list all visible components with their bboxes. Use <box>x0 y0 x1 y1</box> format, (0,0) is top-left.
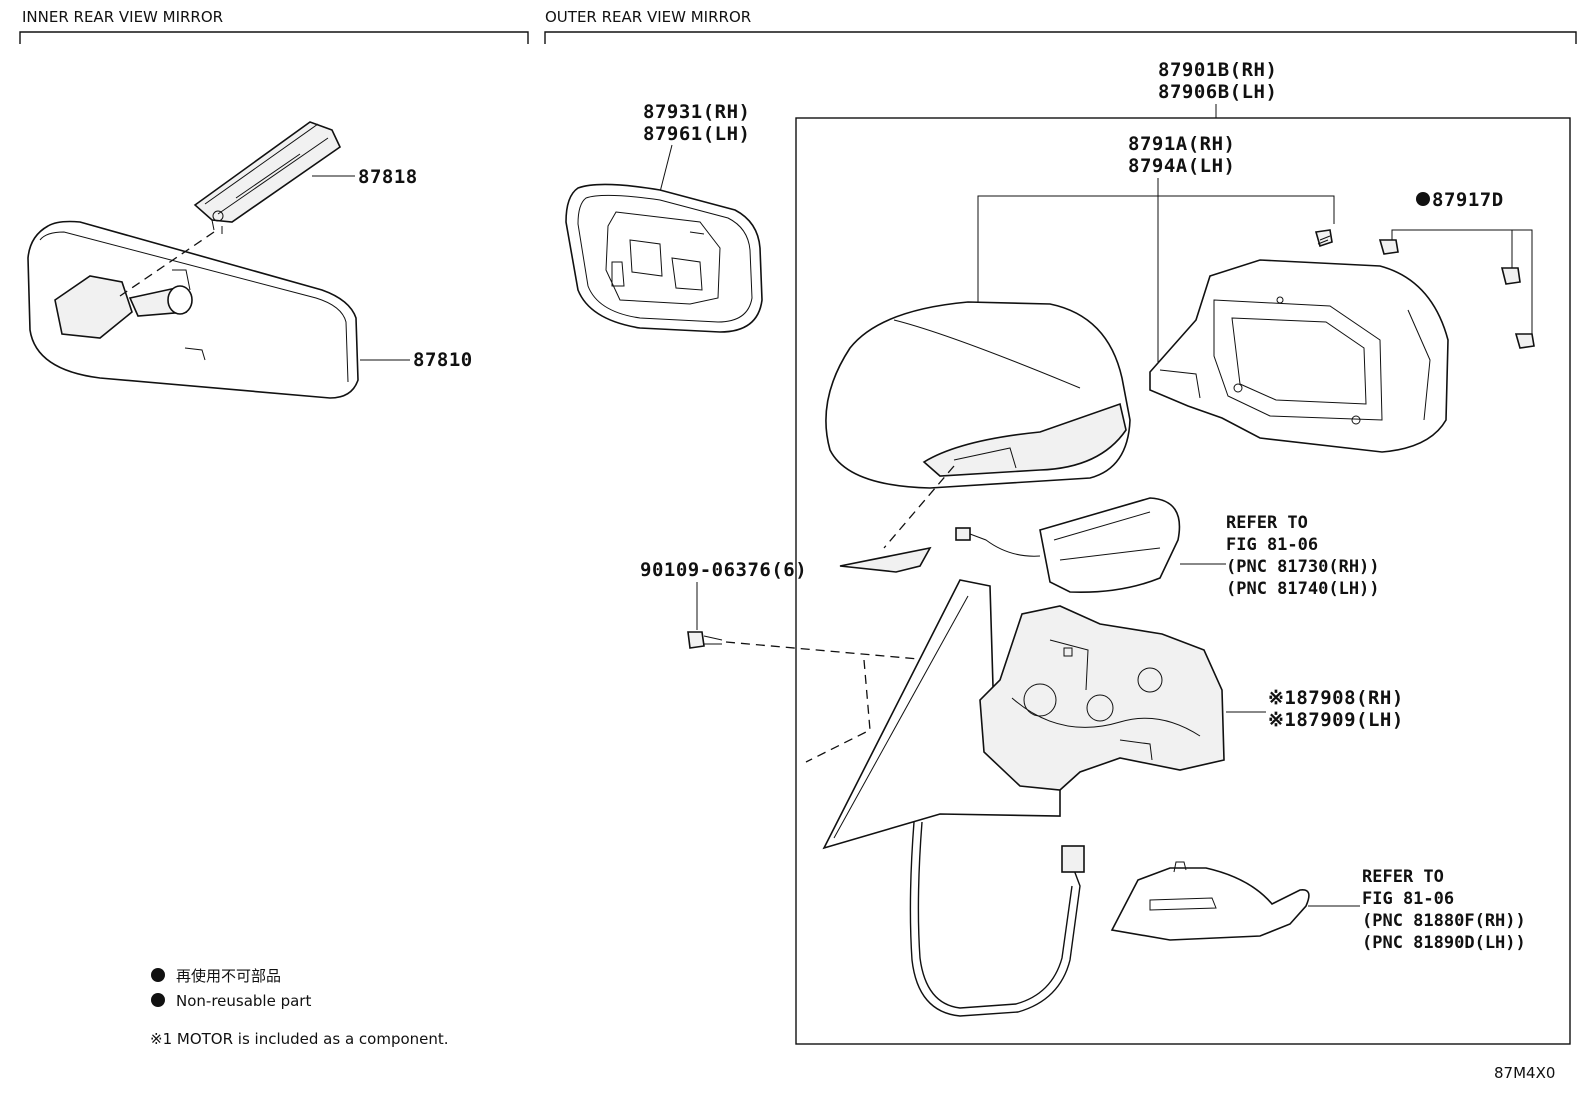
label-87810: 87810 <box>413 349 473 371</box>
legend-note: ※1 MOTOR is included as a component. <box>150 1030 449 1048</box>
ref2-line2: FIG 81-06 <box>1362 889 1454 909</box>
assembly-box <box>795 117 1571 1045</box>
inner-section-bracket <box>19 31 529 44</box>
label-8794a-lh: 8794A(LH) <box>1128 155 1235 177</box>
outer-section-title: OUTER REAR VIEW MIRROR <box>545 8 751 26</box>
non-reusable-dot-icon <box>1416 192 1430 206</box>
ref2-line1: REFER TO <box>1362 867 1444 887</box>
screw-icon <box>1314 229 1333 248</box>
label-87917d: 87917D <box>1432 189 1504 211</box>
courtesy-lamp <box>1110 861 1310 941</box>
refer-to-ref1: REFER TO FIG 81-06 (PNC 81730(RH)) (PNC … <box>1226 513 1380 599</box>
label-87908-rh: ※187908(RH) <box>1268 687 1404 709</box>
leader-87917d <box>1391 229 1533 334</box>
legend-dot-icon-2 <box>151 993 165 1007</box>
refer-to-ref2: REFER TO FIG 81-06 (PNC 81880F(RH)) (PNC… <box>1362 867 1526 953</box>
ref2-line4: (PNC 81890D(LH)) <box>1362 933 1526 953</box>
label-8791a-rh: 8791A(RH) <box>1128 133 1235 155</box>
diagram-code: 87M4X0 <box>1494 1064 1555 1082</box>
ref2-line3: (PNC 81880F(RH)) <box>1362 911 1526 931</box>
cover-trim-piece <box>839 546 932 573</box>
inner-mirror-87810 <box>27 220 359 399</box>
wiring-harness <box>909 821 1085 1017</box>
legend-en: Non-reusable part <box>176 992 311 1010</box>
legend-jp: 再使用不可部品 <box>176 967 281 985</box>
inner-mirror-bracket-87818 <box>193 121 342 234</box>
mirror-actuator-motor <box>979 605 1225 791</box>
label-87906b-lh: 87906B(LH) <box>1158 81 1277 103</box>
leader-87931 <box>659 144 673 193</box>
label-87901b-rh: 87901B(RH) <box>1158 59 1277 81</box>
ref1-line2: FIG 81-06 <box>1226 535 1318 555</box>
bolt-dashed-line <box>725 641 931 661</box>
ref1-line1: REFER TO <box>1226 513 1308 533</box>
inner-section-title: INNER REAR VIEW MIRROR <box>22 8 223 26</box>
label-90109: 90109-06376(6) <box>640 559 807 581</box>
bolt-icon <box>687 631 723 649</box>
label-87931-rh: 87931(RH) <box>643 101 750 123</box>
clip-icon <box>1378 239 1535 349</box>
label-87961-lh: 87961(LH) <box>643 123 750 145</box>
mirror-cover <box>825 301 1131 489</box>
ref1-line4: (PNC 81740(LH)) <box>1226 579 1380 599</box>
turn-signal-lamp <box>955 497 1181 594</box>
label-87909-lh: ※187909(LH) <box>1268 709 1404 731</box>
label-87818: 87818 <box>358 166 418 188</box>
trim-dashed-line <box>883 465 955 549</box>
ref1-line3: (PNC 81730(RH)) <box>1226 557 1380 577</box>
leader-8791a <box>977 178 1335 362</box>
legend-dot-icon <box>151 968 165 982</box>
outer-section-bracket <box>544 31 1577 44</box>
inner-mirror-mount-dashed <box>119 231 215 297</box>
mirror-housing <box>1149 259 1449 453</box>
base-dashed-line <box>805 659 871 763</box>
mirror-glass <box>565 183 763 333</box>
